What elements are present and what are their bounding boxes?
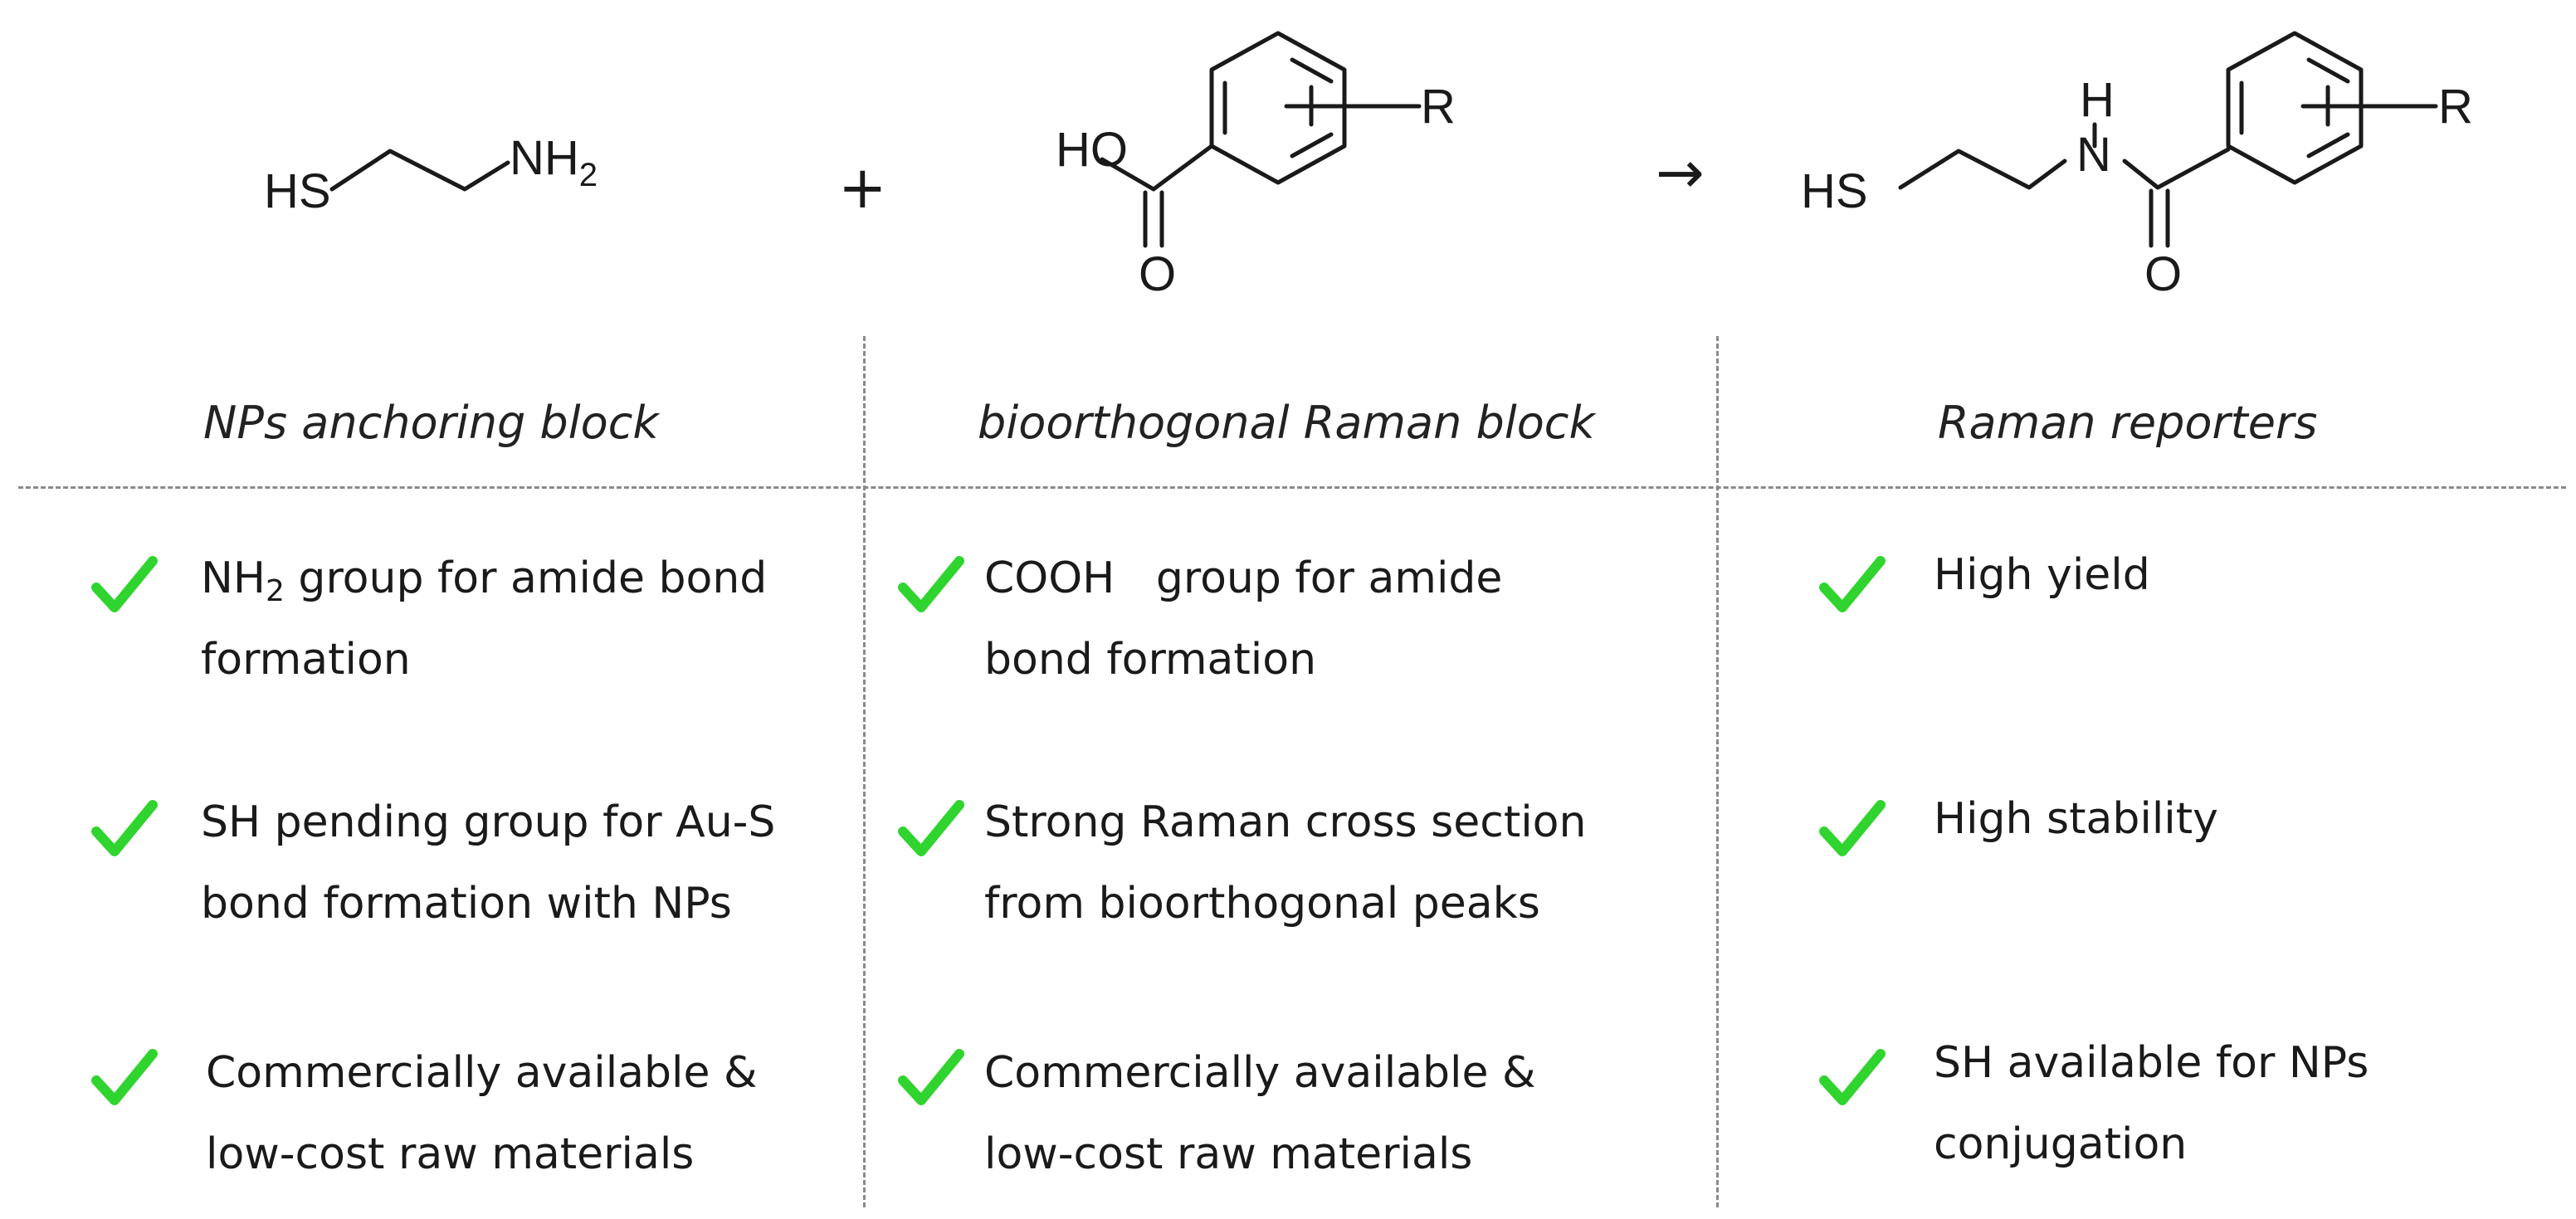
check-icon [898, 800, 964, 856]
check-icon [1819, 800, 1886, 856]
benzoic-acid-structure [1100, 31, 1422, 248]
heading-raman-block: bioorthogonal Raman block [978, 397, 1595, 449]
check-icon [1819, 1049, 1886, 1105]
p-hs-label: HS [1801, 164, 1868, 218]
column-divider-2 [1716, 336, 1719, 1207]
plus-sign: + [838, 154, 887, 222]
heading-anchoring-block: NPs anchoring block [203, 397, 659, 449]
item-text: High stability [1934, 794, 2218, 844]
check-icon [898, 556, 964, 612]
item-text: COOH group for amide bond formation [984, 553, 1503, 685]
p-o-label: O [2144, 247, 2182, 301]
item-text: NH2 group for amide bond formation [201, 553, 768, 685]
column-divider-1 [863, 336, 866, 1207]
r2-o-label: O [1139, 247, 1176, 301]
item-text: SH available for NPs conjugation [1934, 1038, 2369, 1169]
item-text: SH pending group for Au-S bond formation… [201, 797, 776, 929]
p-r-label: R [2438, 80, 2473, 134]
reaction-scheme: HS NH2 + HO O R → HS H N O R [264, 31, 2473, 301]
item-text: High yield [1934, 550, 2150, 600]
heading-raman-reporters: Raman reporters [1938, 397, 2318, 449]
item-text: Commercially available & low-cost raw ma… [206, 1048, 758, 1179]
r1-nh2-label: NH2 [510, 131, 598, 193]
item-text: Commercially available & low-cost raw ma… [984, 1048, 1536, 1179]
p-n-label: N [2076, 128, 2111, 182]
check-icon [91, 800, 158, 856]
product-structure [1898, 31, 2438, 248]
check-icon [1819, 556, 1886, 612]
p-h-label: H [2080, 73, 2115, 127]
cysteamine-structure [329, 149, 510, 192]
header-divider [18, 486, 2566, 489]
r1-hs-label: HS [264, 164, 331, 218]
r2-r-label: R [1421, 80, 1456, 134]
check-icon [91, 1049, 158, 1105]
item-text: Strong Raman cross section from bioortho… [984, 797, 1587, 929]
reaction-arrow: → [1656, 139, 1705, 207]
check-icon [898, 1049, 964, 1105]
r2-ho-label: HO [1056, 123, 1128, 177]
check-icon [91, 556, 158, 612]
